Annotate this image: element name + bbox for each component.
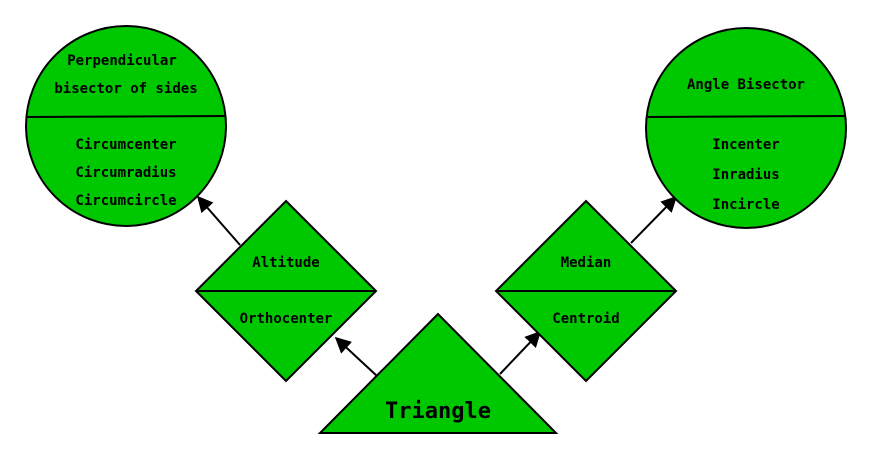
perpendicular-bisector-node: Perpendicular bisector of sides Circumce… xyxy=(25,25,227,227)
circumcircle-label: Circumcircle xyxy=(75,193,176,209)
triangle-label: Triangle xyxy=(385,399,491,424)
edge-triangle-to-median xyxy=(499,330,542,375)
edge-altitude-to-perpendicular-bisector xyxy=(196,195,241,246)
median-label: Median xyxy=(561,255,612,271)
angle-bisector-node: Angle Bisector Incenter Inradius Incircl… xyxy=(645,27,847,229)
inradius-label: Inradius xyxy=(712,167,779,183)
edge-median-to-angle-bisector xyxy=(630,195,678,244)
altitude-node: Altitude Orthocenter xyxy=(194,199,378,383)
orthocenter-label: Orthocenter xyxy=(240,311,333,327)
perpendicular-bisector-title-line-2: bisector of sides xyxy=(54,81,197,97)
incircle-label: Incircle xyxy=(712,197,779,213)
median-node: Median Centroid xyxy=(494,199,678,383)
circumcenter-label: Circumcenter xyxy=(75,137,176,153)
incenter-label: Incenter xyxy=(712,137,779,153)
altitude-label: Altitude xyxy=(252,255,319,271)
circumradius-label: Circumradius xyxy=(75,165,176,181)
triangle-node: Triangle xyxy=(317,312,559,434)
edge-triangle-to-altitude xyxy=(334,336,378,377)
perpendicular-bisector-title-line-1: Perpendicular xyxy=(67,53,177,69)
angle-bisector-title: Angle Bisector xyxy=(687,77,805,93)
centroid-label: Centroid xyxy=(552,311,619,327)
